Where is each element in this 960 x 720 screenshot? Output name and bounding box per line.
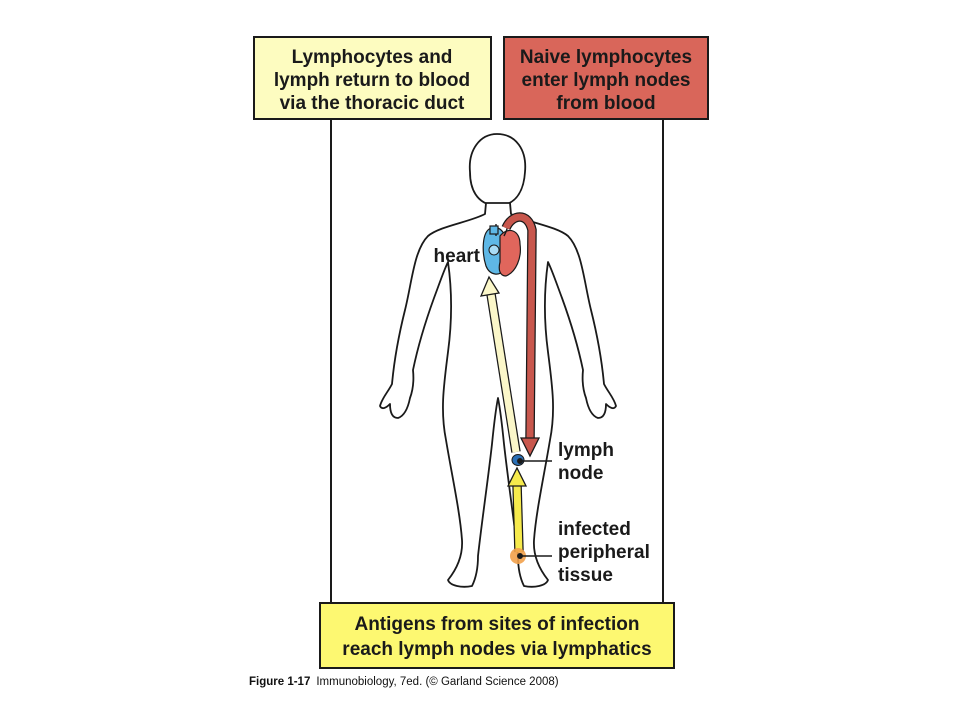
figure-source: Immunobiology, 7ed. (© Garland Science 2… (316, 676, 558, 688)
thoracic-duct-line-1: Lymphocytes and (292, 47, 453, 68)
figure-number: Figure 1-17 (249, 676, 310, 688)
blood-arrow (501, 212, 541, 458)
thoracic-duct-line-3: via the thoracic duct (280, 93, 465, 114)
label-leaders (517, 458, 552, 559)
lymph-node-label-line-2: node (558, 463, 603, 484)
heart-icon (482, 221, 521, 277)
naive-lymphocytes-box: Naive lymphocytes enter lymph nodes from… (503, 36, 709, 120)
heart-label: heart (434, 246, 481, 267)
lymphatic-arrow (506, 466, 528, 553)
antigens-box: Antigens from sites of infection reach l… (319, 602, 675, 669)
naive-lymphocytes-line-3: from blood (556, 93, 655, 114)
infected-tissue-label-line-2: peripheral (558, 542, 650, 563)
antigens-line-2: reach lymph nodes via lymphatics (342, 639, 651, 660)
antigens-line-1: Antigens from sites of infection (354, 614, 639, 635)
lymph-node-label-line-1: lymph (558, 440, 614, 461)
naive-lymphocytes-line-1: Naive lymphocytes (520, 47, 692, 68)
thoracic-duct-line-2: lymph return to blood (274, 70, 470, 91)
naive-lymphocytes-line-2: enter lymph nodes (522, 70, 691, 91)
thoracic-duct-arrow (479, 275, 521, 453)
thoracic-duct-box: Lymphocytes and lymph return to blood vi… (253, 36, 492, 120)
human-body-outline (379, 133, 617, 588)
frame-lines (330, 118, 664, 604)
infected-tissue-label-line-1: infected (558, 519, 631, 540)
figure-caption: Figure 1-17 Immunobiology, 7ed. (© Garlan… (249, 676, 559, 688)
infected-tissue-label-line-3: tissue (558, 565, 613, 586)
